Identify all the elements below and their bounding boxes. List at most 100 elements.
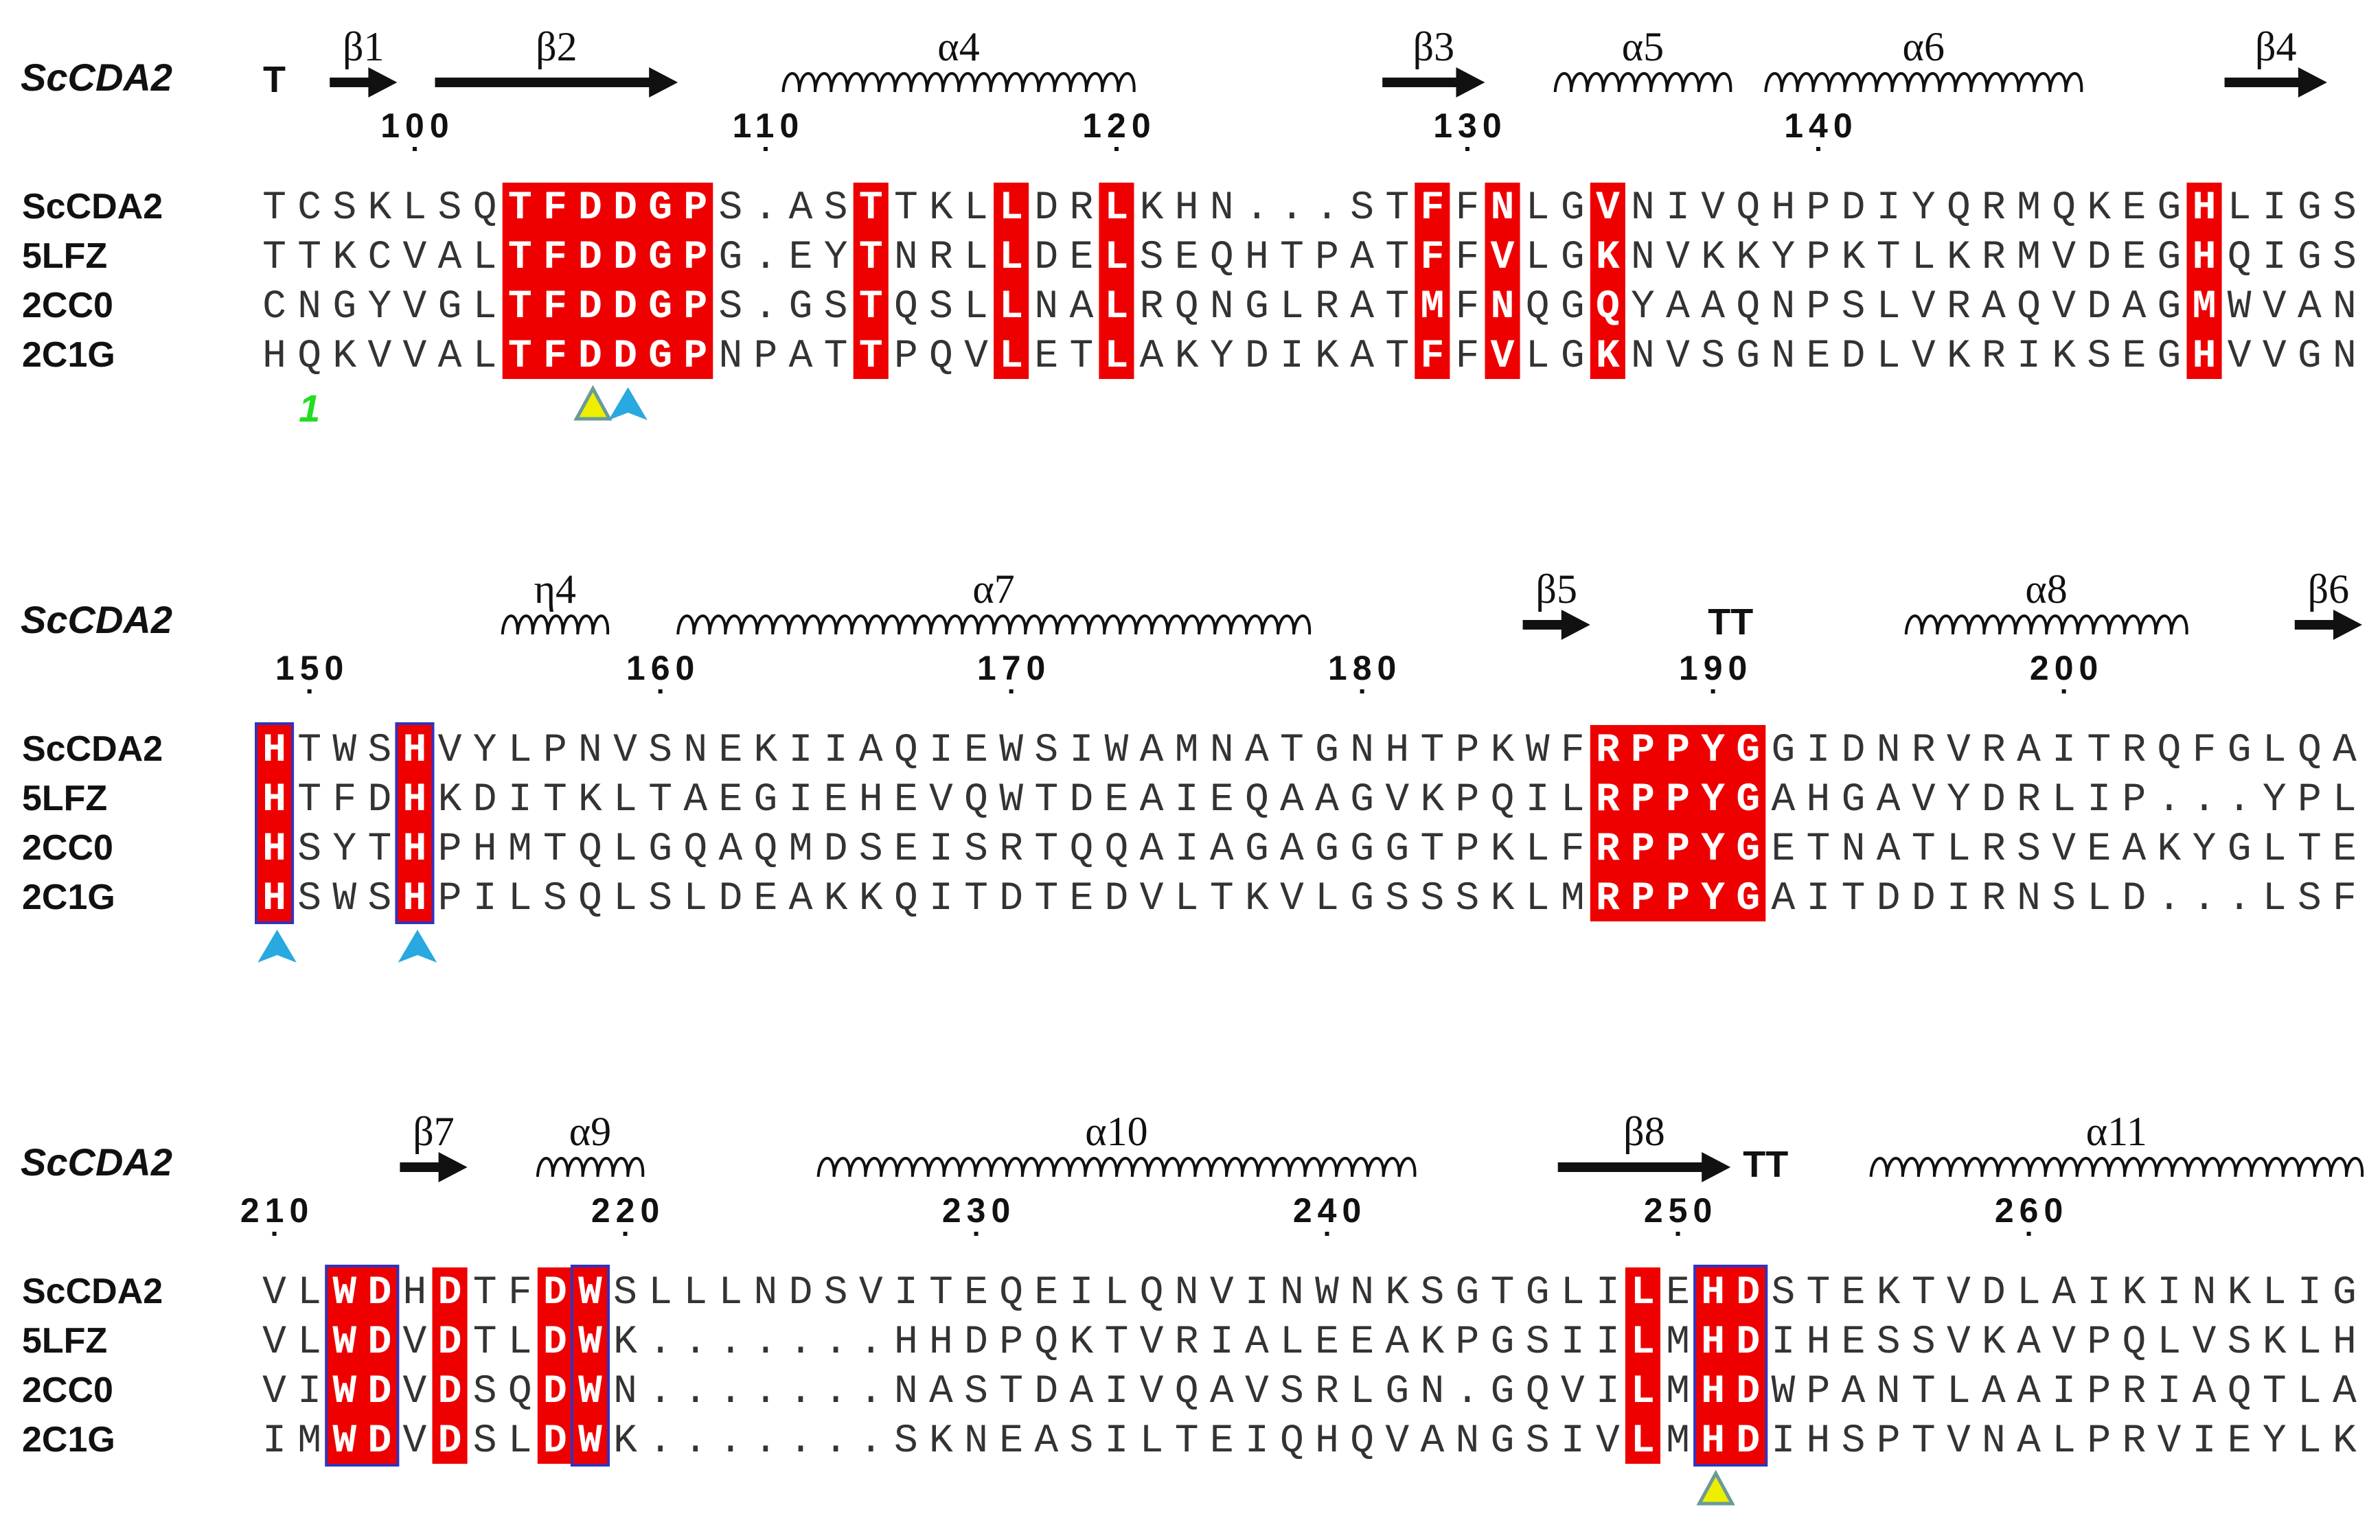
residue: T	[824, 334, 848, 379]
residue: I	[2193, 1419, 2217, 1464]
residue: K	[2122, 1271, 2146, 1315]
residue: V	[1666, 334, 1690, 379]
helix-coil	[1904, 614, 2188, 635]
residue: Q	[999, 1271, 1023, 1315]
residue: D	[1842, 186, 1866, 231]
residue: Q	[1526, 1370, 1550, 1414]
residue: L	[297, 1271, 321, 1315]
residue: N	[1877, 728, 1901, 773]
residue: T	[262, 235, 286, 280]
residue: I	[473, 877, 497, 921]
blue-marker-icon	[398, 930, 437, 963]
residue: S	[2333, 186, 2357, 231]
residue: A	[859, 728, 883, 773]
residue: N	[1771, 285, 1795, 330]
residue: P	[683, 285, 707, 330]
residue: Q	[1526, 285, 1550, 330]
residue: E	[754, 877, 778, 921]
sequence-name: 2C1G	[22, 1420, 115, 1460]
residue: A	[1069, 285, 1093, 330]
residue: H	[2333, 1320, 2357, 1365]
residue: R	[1175, 1320, 1199, 1365]
residue: L	[1315, 877, 1339, 921]
residue: S	[824, 1271, 848, 1315]
residue: I	[1596, 1320, 1620, 1365]
residue: D	[613, 186, 637, 231]
residue: N	[1631, 186, 1655, 231]
residue: K	[2158, 827, 2182, 872]
residue: .	[718, 1370, 742, 1414]
residue: G	[2298, 235, 2322, 280]
residue: T	[964, 877, 988, 921]
residue: N	[1210, 285, 1234, 330]
residue: E	[999, 1419, 1023, 1464]
ruler-number: 110	[733, 106, 805, 145]
residue: A	[1385, 1320, 1409, 1365]
residue: G	[648, 827, 672, 872]
residue: P	[1877, 1419, 1901, 1464]
residue: N	[1491, 186, 1515, 231]
residue: L	[2263, 728, 2287, 773]
residue: S	[2298, 877, 2322, 921]
residue: G	[1491, 1320, 1515, 1365]
ruler-tick	[974, 1232, 979, 1236]
sequence-name: 5LFZ	[22, 236, 107, 276]
residue: W	[332, 1419, 356, 1464]
residue: S	[1701, 334, 1725, 379]
residue: W	[332, 1320, 356, 1365]
residue: L	[1526, 334, 1550, 379]
residue: M	[2017, 186, 2041, 231]
residue: K	[1491, 827, 1515, 872]
residue: L	[999, 285, 1023, 330]
ruler-tick	[1325, 1232, 1329, 1236]
residue: W	[332, 1370, 356, 1414]
residue: K	[367, 186, 391, 231]
residue: L	[964, 186, 988, 231]
residue: G	[2158, 235, 2182, 280]
residue: D	[543, 1419, 567, 1464]
residue: Q	[578, 827, 602, 872]
residue: H	[1175, 186, 1199, 231]
residue: L	[1877, 285, 1901, 330]
residue: .	[2158, 778, 2182, 823]
residue: S	[473, 1370, 497, 1414]
residue: A	[2017, 1419, 2041, 1464]
residue: A	[1034, 1419, 1058, 1464]
residue: R	[999, 827, 1023, 872]
ruler-tick	[2026, 1232, 2031, 1236]
residue: N	[1456, 1419, 1480, 1464]
residue: I	[1877, 186, 1901, 231]
residue: L	[2087, 877, 2111, 921]
ruler-tick	[1114, 147, 1119, 151]
residue: P	[1666, 877, 1690, 921]
residue: V	[2052, 285, 2076, 330]
residue: V	[1947, 1271, 1971, 1315]
residue: R	[1912, 728, 1936, 773]
residue: A	[2122, 827, 2146, 872]
residue: E	[964, 1271, 988, 1315]
residue: R	[1982, 334, 2006, 379]
residue: Q	[754, 827, 778, 872]
residue: A	[1350, 285, 1374, 330]
residue: S	[824, 186, 848, 231]
beta-strand-arrow	[1557, 1152, 1731, 1182]
residue: A	[1982, 285, 2006, 330]
residue: R	[1596, 728, 1620, 773]
residue: E	[894, 827, 918, 872]
residue: V	[1912, 778, 1936, 823]
residue: I	[929, 728, 953, 773]
residue: K	[2228, 1271, 2252, 1315]
residue: .	[754, 1419, 778, 1464]
residue: E	[1105, 778, 1129, 823]
residue: G	[1561, 235, 1585, 280]
yellow-marker-icon	[1696, 1469, 1735, 1506]
residue: S	[929, 285, 953, 330]
residue: A	[2333, 728, 2357, 773]
residue: D	[367, 1370, 391, 1414]
residue: V	[1701, 186, 1725, 231]
residue: G	[2333, 1271, 2357, 1315]
residue: P	[1631, 778, 1655, 823]
residue: E	[718, 728, 742, 773]
residue: L	[1561, 1271, 1585, 1315]
